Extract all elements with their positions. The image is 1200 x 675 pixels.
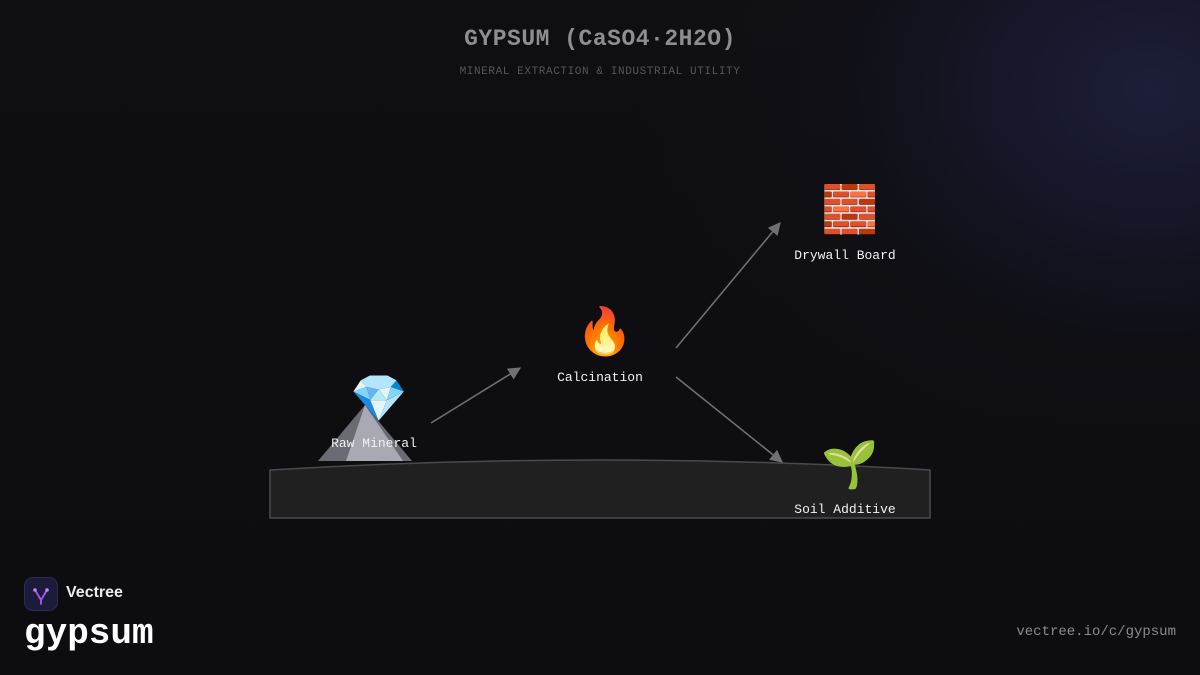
arrow-calcination-to-drywall — [675, 222, 781, 349]
vectree-logo-mark — [33, 588, 49, 605]
seedling-icon: 🌱 — [821, 437, 879, 491]
node-label-soil-additive: Soil Additive — [794, 502, 896, 517]
mountain-icon — [318, 405, 412, 461]
brand-name: Vectree — [66, 584, 123, 601]
page-url-link[interactable]: vectree.io/c/gypsum — [1016, 624, 1176, 640]
diagram-subtitle: MINERAL EXTRACTION & INDUSTRIAL UTILITY — [459, 66, 741, 78]
brick-icon: 🧱 — [821, 182, 879, 236]
ground-terrain — [269, 459, 931, 519]
arrow-calcination-to-soil — [675, 376, 783, 463]
node-label-raw-mineral: Raw Mineral — [331, 436, 417, 451]
diagram-title: GYPSUM (CaSO4·2H2O) — [464, 26, 736, 52]
fire-icon: 🔥 — [576, 304, 634, 358]
gem-icon: 💎 — [350, 371, 408, 425]
node-label-drywall-board: Drywall Board — [794, 248, 896, 263]
vectree-logo — [24, 577, 58, 611]
arrow-raw-to-calcination — [430, 367, 522, 424]
node-label-calcination: Calcination — [557, 370, 643, 385]
page-name: gypsum — [24, 613, 154, 654]
